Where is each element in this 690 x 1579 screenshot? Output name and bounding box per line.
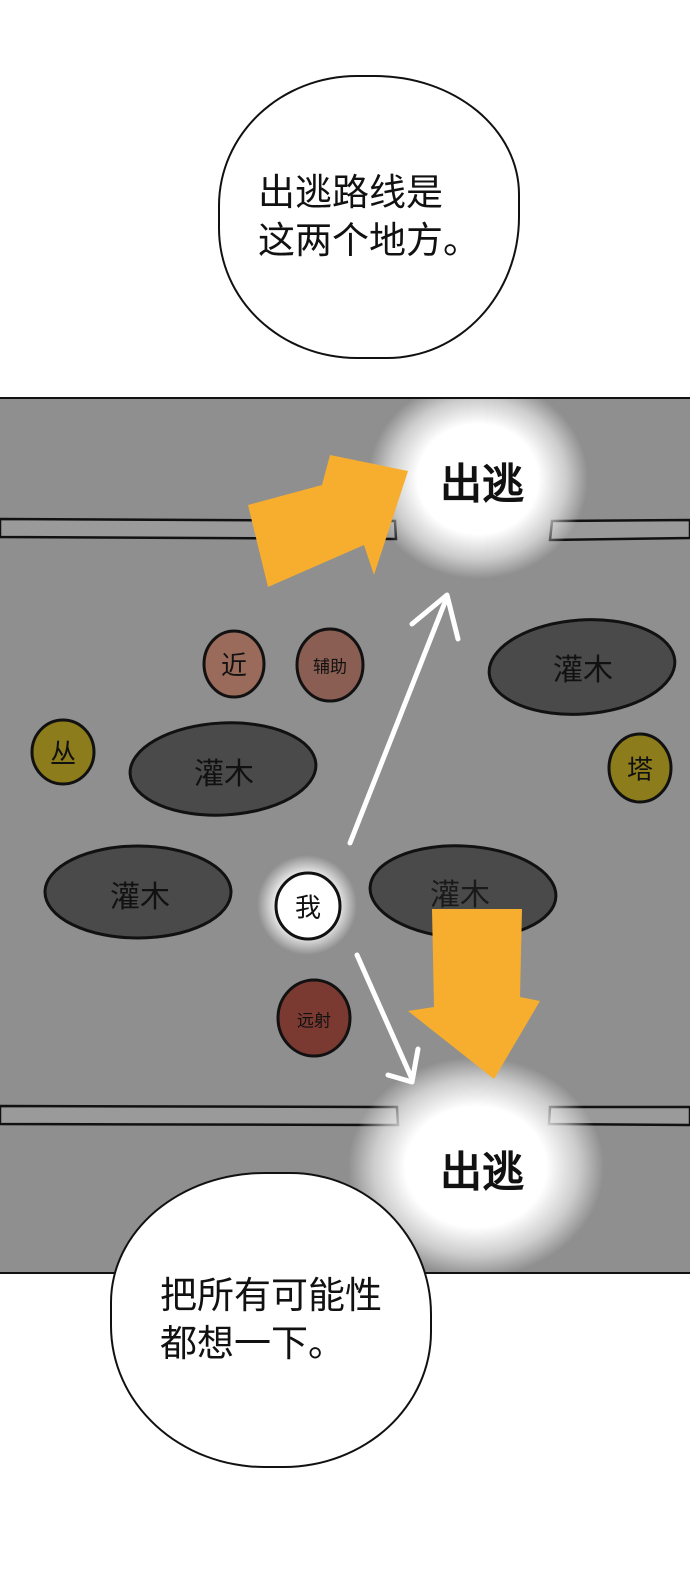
speech-line: 把所有可能性 xyxy=(160,1274,382,1317)
wall-bottom-left xyxy=(0,1104,400,1127)
orange-arrow-down xyxy=(408,909,540,1079)
speech-line: 这两个地方。 xyxy=(258,219,480,262)
exit-glow-bottom xyxy=(348,1057,604,1272)
bush-left-lower xyxy=(43,844,233,940)
bush-label-left-upper: 灌木 xyxy=(194,757,254,792)
unit-label-left-yellow: 丛 xyxy=(49,739,77,770)
unit-label-support: 辅助 xyxy=(313,657,347,678)
speech-text-bottom: 把所有可能性 都想一下。 xyxy=(160,1272,382,1368)
unit-melee-marker xyxy=(202,629,266,699)
exit-glow-top xyxy=(368,399,588,579)
bush-label-right-top: 灌木 xyxy=(553,653,613,688)
speech-text-top: 出逃路线是 这两个地方。 xyxy=(258,169,480,265)
map-drawing xyxy=(0,399,690,1272)
unit-left-yellow-marker xyxy=(30,718,96,786)
exit-label-bottom: 出逃 xyxy=(439,1147,525,1197)
speech-bubble-bottom: 把所有可能性 都想一下。 xyxy=(110,1172,432,1468)
bush-label-left-lower: 灌木 xyxy=(110,880,170,915)
unit-label-tower: 塔 xyxy=(626,755,654,786)
speech-bubble-top: 出逃路线是 这两个地方。 xyxy=(218,75,520,359)
speech-line: 出逃路线是 xyxy=(258,171,443,214)
unit-me-marker xyxy=(274,871,342,941)
path-arrow-down xyxy=(354,952,421,1085)
unit-label-melee: 近 xyxy=(220,651,248,682)
bush-label-right-lower: 灌木 xyxy=(430,878,490,913)
bush-left-upper xyxy=(128,721,318,817)
path-arrow-up xyxy=(347,592,461,846)
unit-support-marker xyxy=(295,627,365,703)
orange-arrow-up xyxy=(248,455,408,587)
map-panel: 出逃 出逃 灌木 灌木 灌木 灌木 近 辅助 丛 塔 我 远射 xyxy=(0,397,690,1274)
unit-label-ranged: 远射 xyxy=(297,1011,331,1032)
bush-right-top xyxy=(487,618,677,716)
exit-label-top: 出逃 xyxy=(439,459,525,509)
speech-line: 都想一下。 xyxy=(160,1322,345,1365)
unit-ranged-marker xyxy=(276,978,352,1058)
unit-tower-marker xyxy=(607,732,673,804)
unit-label-me: 我 xyxy=(294,893,322,924)
